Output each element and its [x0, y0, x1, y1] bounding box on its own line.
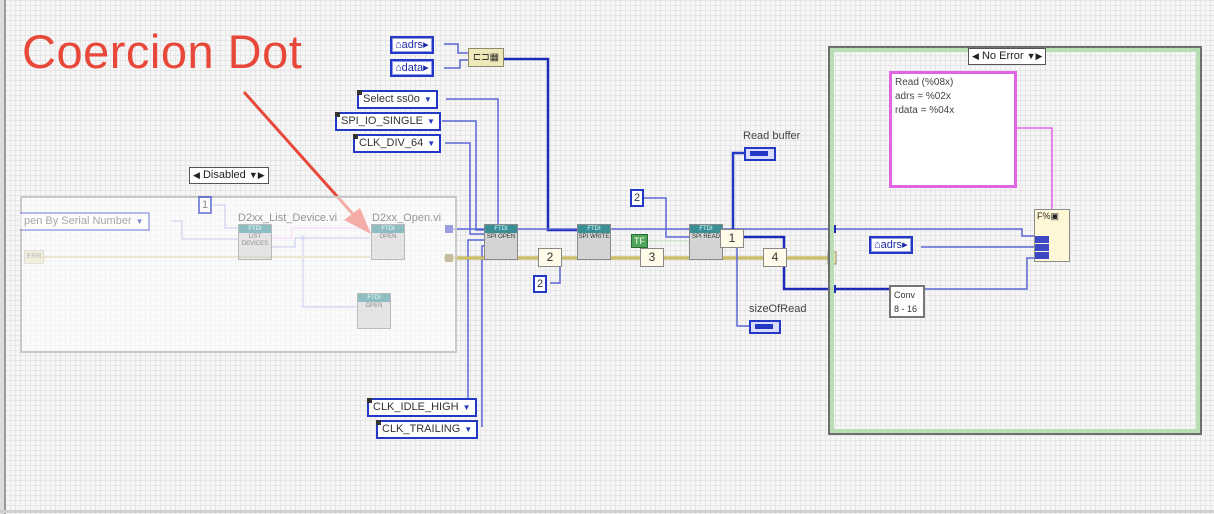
wire-const-2b — [642, 197, 690, 238]
wire-data — [444, 59, 468, 69]
house-icon: ⌂ — [395, 39, 402, 51]
subvi-spi-write[interactable]: FTDI SPI WRITE — [577, 224, 611, 260]
dropdown-arrow-icon: ▼ — [426, 117, 435, 126]
wire-select — [446, 98, 499, 226]
bool-const[interactable]: TF — [631, 234, 648, 248]
enum-clk-trailing[interactable]: CLK_TRAILING▼ — [376, 420, 479, 439]
enum-clk-idle[interactable]: CLK_IDLE_HIGH▼ — [367, 398, 477, 417]
enum-open-mode[interactable]: pen By Serial Number▼ — [20, 212, 150, 231]
dropdown-arrow-icon: ▼ — [462, 403, 471, 412]
dropdown-arrow-icon: ▼ — [423, 95, 432, 104]
canvas-bottom-edge — [0, 510, 1214, 513]
dropdown-arrow-icon[interactable]: ▼▶ — [248, 170, 265, 180]
frame-number-3[interactable]: 3 — [640, 248, 664, 267]
tunnel-rdata-case — [828, 285, 836, 293]
bundle-icon[interactable]: ⊏⊐▦ — [468, 48, 504, 67]
convert-8-to-16-node[interactable]: Conv 8 - 16 — [889, 285, 925, 318]
local-var-data[interactable]: ⌂data▸ — [390, 59, 434, 77]
const-num-2a[interactable]: 2 — [533, 275, 547, 293]
wire-bundle-out — [502, 57, 590, 232]
dropdown-arrow-icon: ▼ — [464, 425, 473, 434]
const-index[interactable]: 1 — [198, 196, 212, 214]
enum-clk-div[interactable]: CLK_DIV_64▼ — [353, 134, 442, 153]
prev-case-icon[interactable]: ◀ — [972, 51, 979, 61]
subvi-open-2[interactable]: FTDI OPEN — [357, 293, 391, 329]
wire-size-of-read — [736, 244, 750, 327]
prev-case-icon[interactable]: ◀ — [193, 170, 200, 180]
format-string-icon: F%▣ — [1037, 211, 1060, 221]
format-string-const[interactable]: Read (%08x) adrs = %02x rdata = %04x — [889, 71, 1017, 188]
subvi-open[interactable]: FTDI OPEN — [371, 224, 405, 260]
frame-number-1[interactable]: 1 — [720, 229, 744, 248]
house-icon: ⌂ — [395, 62, 402, 74]
wire-adrs — [444, 43, 468, 54]
dropdown-arrow-icon: ▼ — [427, 139, 436, 148]
wire-clk-trailing — [481, 245, 486, 427]
dropdown-arrow-icon[interactable]: ▼▶ — [1026, 51, 1043, 61]
disabled-case-selector[interactable]: ◀ Disabled ▼▶ — [189, 167, 269, 184]
dropdown-arrow-icon: ▼ — [135, 217, 144, 226]
frame-number-2[interactable]: 2 — [538, 248, 562, 267]
case-selector-no-error[interactable]: ◀ No Error ▼▶ — [968, 48, 1047, 65]
wire-clk-div — [445, 142, 484, 235]
label-size-of-read: sizeOfRead — [749, 303, 807, 315]
error-cluster-const[interactable]: ERR — [24, 250, 44, 264]
subvi-spi-open[interactable]: FTDI SPI OPEN — [484, 224, 518, 260]
const-num-2b[interactable]: 2 — [630, 189, 644, 207]
label-list-devices: D2xx_List_Device.vi — [238, 212, 338, 224]
wire-spi-io — [442, 120, 484, 231]
subvi-list-devices[interactable]: FTDI LIST DEVICES — [238, 224, 272, 260]
tunnel-handle-case — [828, 225, 836, 233]
frame-number-4[interactable]: 4 — [763, 248, 787, 267]
subvi-spi-read[interactable]: FTDI SPI READ — [689, 224, 723, 260]
format-into-string-node[interactable]: F%▣ — [1034, 209, 1070, 262]
wire-conv-out — [925, 257, 1034, 290]
case-structure-no-error[interactable] — [828, 46, 1202, 435]
wire-const-2a — [550, 266, 561, 284]
wire-read-buffer — [731, 151, 746, 232]
label-read-buffer: Read buffer — [743, 130, 801, 142]
house-icon: ⌂ — [874, 239, 881, 251]
enum-spi-io[interactable]: SPI_IO_SINGLE▼ — [335, 112, 441, 131]
annotation-coercion-dot: Coercion Dot — [22, 25, 303, 78]
label-open: D2xx_Open.vi — [372, 212, 442, 224]
indicator-size-of-read[interactable] — [749, 320, 781, 334]
wire-clk-idle — [467, 239, 484, 405]
wire-format-string — [1017, 127, 1053, 209]
indicator-read-buffer[interactable] — [744, 147, 776, 161]
local-var-adrs-2[interactable]: ⌂adrs▸ — [869, 236, 913, 254]
enum-select-ss[interactable]: Select ss0o▼ — [357, 90, 438, 109]
canvas-left-edge — [0, 0, 6, 514]
local-var-adrs[interactable]: ⌂adrs▸ — [390, 36, 434, 54]
